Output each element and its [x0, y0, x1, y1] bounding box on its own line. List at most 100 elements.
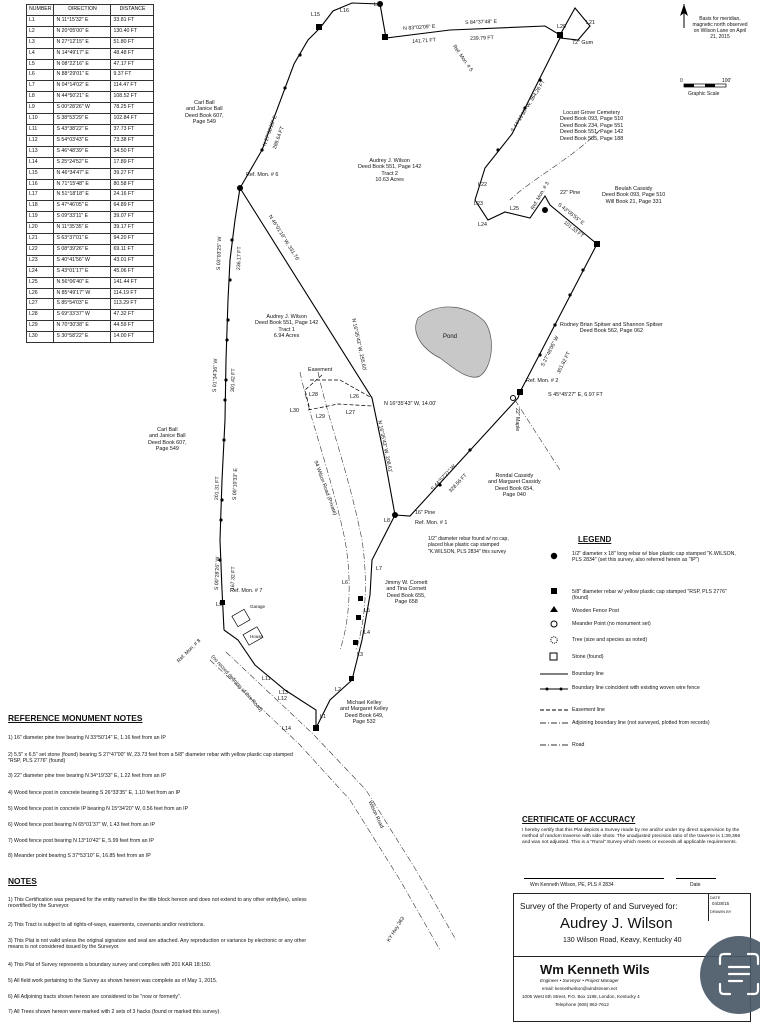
ref-notes-title: REFERENCE MONUMENT NOTES — [8, 713, 143, 723]
line-label-l4: L4 — [364, 630, 370, 636]
easement-lines — [304, 374, 373, 411]
bearing-b14: S 01°34'36" W — [212, 358, 220, 393]
legend-stone-icon — [549, 652, 558, 661]
north-note: Basis for meridian, magnetic north obser… — [692, 16, 748, 40]
firm-tagline: Engineer • Surveyor • Project Manager — [540, 978, 619, 983]
firm-phone: Telephone (606) 862-7612 — [555, 1002, 609, 1007]
bearing-b14d: 301.42 FT — [230, 368, 237, 393]
scale-zero: 0 — [680, 78, 683, 84]
ref-note-2: 2) 5.5" x 6.5" set stone (found) bearing… — [8, 752, 293, 765]
line-number: L4 — [25, 47, 55, 60]
note-3: 3) This Plat is not valid unless the ori… — [8, 938, 307, 951]
line-label-l26: L26 — [350, 394, 359, 400]
tract-carl-ball-top: Carl Ball and Janice Ball Deed Book 607,… — [185, 100, 224, 126]
title-heading: Survey of the Property of and Surveyed f… — [520, 902, 678, 911]
line-label-l25: L25 — [510, 206, 519, 212]
certificate-date-label: Date — [690, 882, 701, 888]
line-distance: 130.40 FT — [110, 25, 155, 38]
legend-ip-icon — [550, 552, 558, 560]
legend-rebar-icon — [551, 588, 557, 594]
bearing-b13: S 03°03'25" W — [216, 236, 224, 271]
tract-audrey-1: Audrey J. Wilson Deed Book 551, Page 142… — [255, 314, 319, 340]
certificate-body: I hereby certify that this Plat depicts … — [522, 828, 741, 845]
line-label-l9: L9 — [216, 602, 222, 608]
title-drawn-label: DRAWN BY — [710, 909, 732, 914]
line-label-l24: L24 — [478, 222, 487, 228]
line-label-l23: L23 — [474, 201, 483, 207]
legend-item-adjoining: Adjoining boundary line (not surveyed, p… — [572, 720, 710, 726]
line-label-l5: L5 — [364, 608, 370, 614]
ref-note-7: 7) Wood fence post bearing N 13°10'42" E… — [8, 838, 154, 844]
structures — [231, 608, 264, 646]
north-arrow-icon — [680, 4, 688, 28]
ref-note-5: 5) Wood fence post in concrete IP bearin… — [8, 806, 189, 812]
bearing-b15: S 00°10'33" E — [232, 467, 240, 501]
easement-label: Easement — [308, 367, 333, 373]
note-1: 1) This Certification was prepared for t… — [8, 897, 307, 910]
legend-tree-icon — [550, 636, 558, 644]
line-label-l1: L1 — [320, 714, 326, 720]
bearing-b16: S 00°28'26" W — [214, 556, 222, 591]
title-owner: Audrey J. Wilson — [560, 915, 673, 932]
tract-carl-ball-bottom: Carl Ball and Janice Ball Deed Book 607,… — [148, 427, 187, 453]
legend-item-rebar: 5/8" diameter rebar w/ yellow plastic ca… — [572, 589, 727, 602]
pond-label: Pond — [443, 334, 458, 340]
line-label-l6: L6 — [342, 580, 348, 586]
legend-item-stone: Stone (found) — [572, 654, 604, 660]
ref-mon-6: Ref. Mon. # 6 — [246, 172, 279, 178]
line-label-l11: L11 — [262, 676, 271, 682]
legend-symbols — [540, 552, 568, 746]
tract-jimmy: Jimmy W. Cornett and Tina Cornett Deed B… — [385, 580, 428, 606]
firm-name: Wm Kenneth Wils — [540, 962, 650, 977]
bearing-b8: N 16°35'43" W, 14.00' — [384, 401, 437, 407]
note-4: 4) This Plat of Survey represents a boun… — [8, 962, 212, 968]
line-label-l3: L3 — [357, 652, 363, 658]
scale-label: Graphic Scale — [688, 91, 720, 97]
fence-post-markers — [218, 53, 585, 562]
adjoining-lines — [509, 129, 601, 471]
bearing-b6: S 45°45'27" E, 6.97 FT — [548, 392, 603, 398]
line-label-l12: L12 — [278, 696, 287, 702]
legend-title: LEGEND — [578, 535, 612, 544]
line-number: L3 — [25, 36, 55, 49]
line-label-l7: L7 — [376, 566, 382, 572]
bearing-b2: S 84°37'48" E — [465, 18, 498, 26]
tract-beulah: Beulah Cassidy Deed Book 093, Page 510 W… — [602, 186, 666, 205]
line-distance: 14.00 FT — [110, 331, 155, 344]
legend-item-fence-boundary: Boundary line coincident with existing w… — [572, 685, 700, 691]
line-label-l16: L16 — [340, 8, 349, 14]
ref-note-6: 6) Wood fence post bearing N 65°01'37" W… — [8, 822, 155, 828]
line-label-l27: L27 — [346, 410, 355, 416]
title-address: 130 Wilson Road, Keavy, Kentucky 40 — [563, 937, 682, 944]
scan-text-button[interactable] — [700, 936, 760, 1014]
line-label-l28: L28 — [309, 392, 318, 398]
gum-72-label: 72" Gum — [572, 40, 594, 46]
note-2: 2) This Tract is subject to all rights-o… — [8, 922, 205, 928]
rebar-note: 1/2" diameter rebar found w/ no cap, pla… — [428, 536, 509, 555]
line-number: L2 — [25, 25, 55, 38]
line-number: L30 — [25, 331, 55, 344]
firm-email: email: kennethwilson@windstream.net — [542, 986, 617, 991]
pine-22-label: 22" Pine — [560, 190, 581, 196]
ref-mon-2: Ref. Mon. # 2 — [526, 378, 559, 384]
legend-fence-post-icon — [550, 606, 558, 612]
rebar-square-markers — [220, 24, 600, 731]
certificate-title: CERTIFICATE OF ACCURACY — [522, 815, 636, 824]
firm-address: 1005 West 5th Street, P.O. Box 1198, Lon… — [522, 994, 640, 999]
note-5: 5) All field work pertaining to the Surv… — [8, 978, 218, 984]
line-label-l20: L20 — [557, 24, 566, 30]
pine-16-label: 16" Pine — [415, 510, 436, 516]
legend-item-road: Road — [572, 742, 585, 748]
ref-mon-1: Ref. Mon. # 1 — [415, 520, 448, 526]
notes-title: NOTES — [8, 876, 37, 886]
line-label-l13: L13 — [279, 690, 288, 696]
tract-locust-grove: Locust Grove Cemetery Deed Book 093, Pag… — [560, 110, 624, 142]
graphic-scale — [683, 83, 727, 88]
scan-text-icon — [718, 952, 760, 996]
house-label: House — [250, 634, 264, 639]
pond-shape — [415, 306, 492, 378]
tract-michael: Michael Kelley and Margaret Kelley Deed … — [340, 700, 389, 726]
